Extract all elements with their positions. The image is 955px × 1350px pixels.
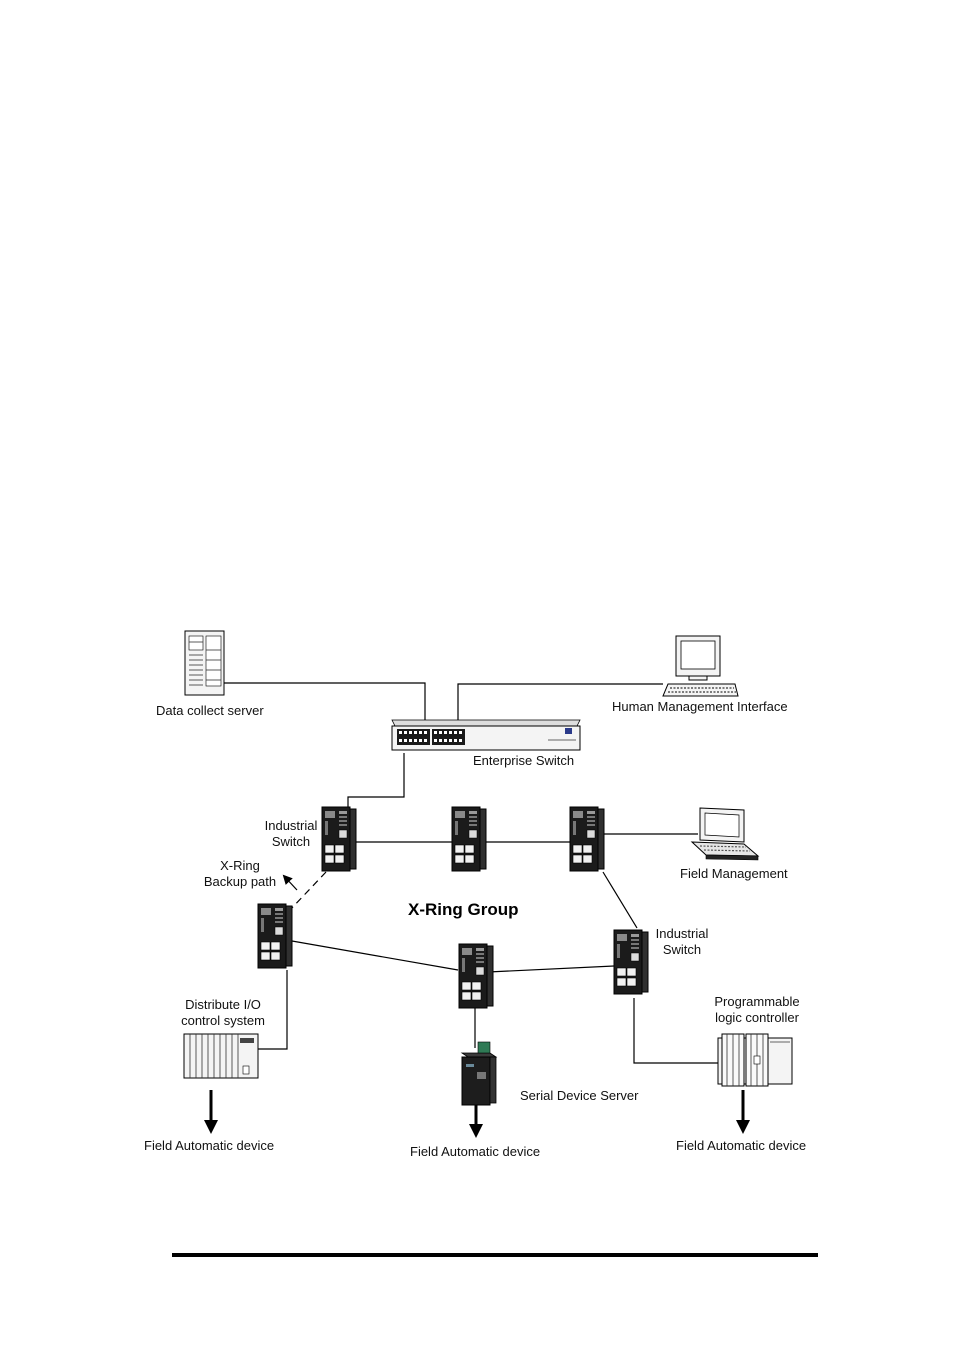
arrow-down-icon [204,1090,218,1134]
industrial-switch-right-label-line1: Industrial [656,926,709,941]
xring-backup-label-line1: X-Ring [220,858,260,873]
desktop-computer-icon [663,636,738,696]
arrow-down-icon [736,1090,750,1134]
enterprise-switch-label: Enterprise Switch [473,753,574,768]
laptop-icon [692,808,758,860]
industrial-switch-icon [614,930,648,994]
server-icon [185,631,224,695]
xring-group-title: X-Ring Group [408,900,518,919]
field-management-label: Field Management [680,866,788,881]
serial-device-server-label: Serial Device Server [520,1088,639,1103]
data-collect-server-label: Data collect server [156,703,264,718]
industrial-switch-label-line2: Switch [272,834,310,849]
rack-switch-icon [392,720,580,750]
serial-device-server-icon [462,1042,496,1105]
field-automatic-device-label-center: Field Automatic device [410,1144,540,1159]
industrial-switch-icon [570,807,604,871]
footer-rule [172,1253,818,1257]
distribute-io-label-line2: control system [181,1013,265,1028]
field-automatic-device-label-right: Field Automatic device [676,1138,806,1153]
xring-backup-label-line2: Backup path [204,874,276,889]
industrial-switch-icon [322,807,356,871]
plc-label-line1: Programmable [714,994,799,1009]
industrial-switch-icon [452,807,486,871]
plc-label-line2: logic controller [715,1010,799,1025]
io-rack-icon [184,1034,258,1078]
industrial-switch-icon [258,904,292,968]
plc-icon [718,1034,792,1086]
human-management-interface-label: Human Management Interface [612,699,788,714]
field-automatic-device-label-left: Field Automatic device [144,1138,274,1153]
industrial-switch-icon [459,944,493,1008]
industrial-switch-right-label-line2: Switch [663,942,701,957]
distribute-io-label-line1: Distribute I/O [185,997,261,1012]
industrial-switch-label-line1: Industrial [265,818,318,833]
backup-path-arrow [284,876,297,890]
arrow-down-icon [469,1105,483,1138]
